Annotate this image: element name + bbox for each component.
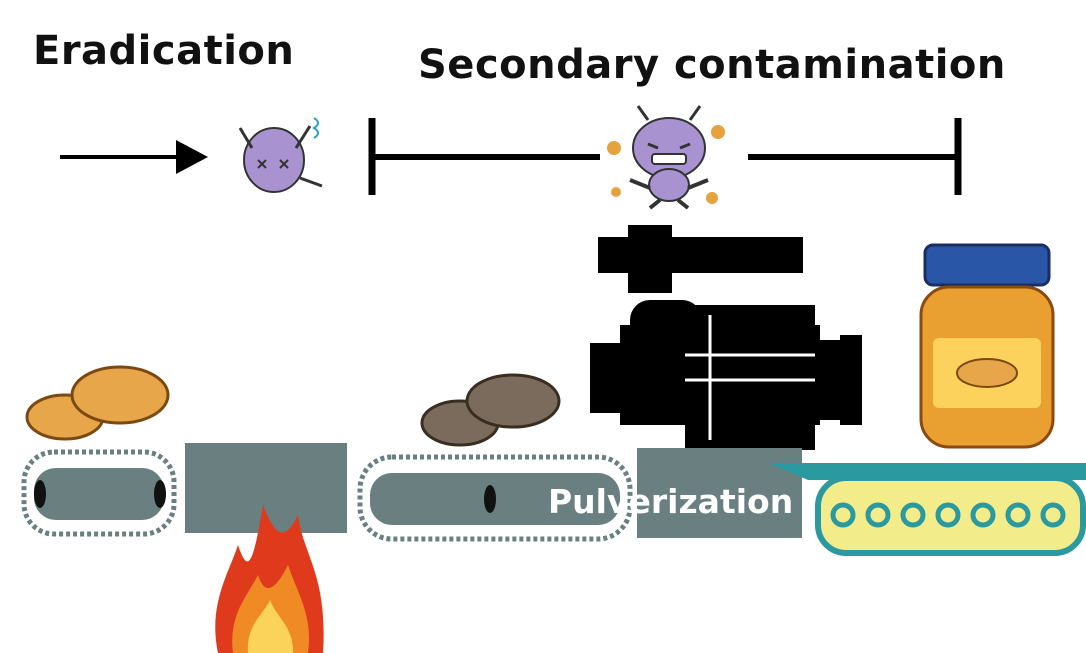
final-conveyor	[768, 463, 1086, 556]
germ-icon	[607, 105, 725, 210]
roasted-peanut-icon	[420, 373, 561, 447]
grinder-icon	[590, 225, 862, 450]
defeated-germ-icon	[238, 117, 323, 193]
fire-icon	[215, 505, 324, 653]
eradication-label: Eradication	[33, 28, 295, 74]
conveyor-2	[357, 454, 633, 542]
raw-peanut-icon	[25, 365, 170, 441]
jar-icon	[919, 243, 1055, 449]
secondary-contamination-label: Secondary contamination	[418, 42, 1006, 88]
conveyor-1	[21, 449, 177, 537]
pulverization-label: Pulverization	[548, 482, 794, 521]
